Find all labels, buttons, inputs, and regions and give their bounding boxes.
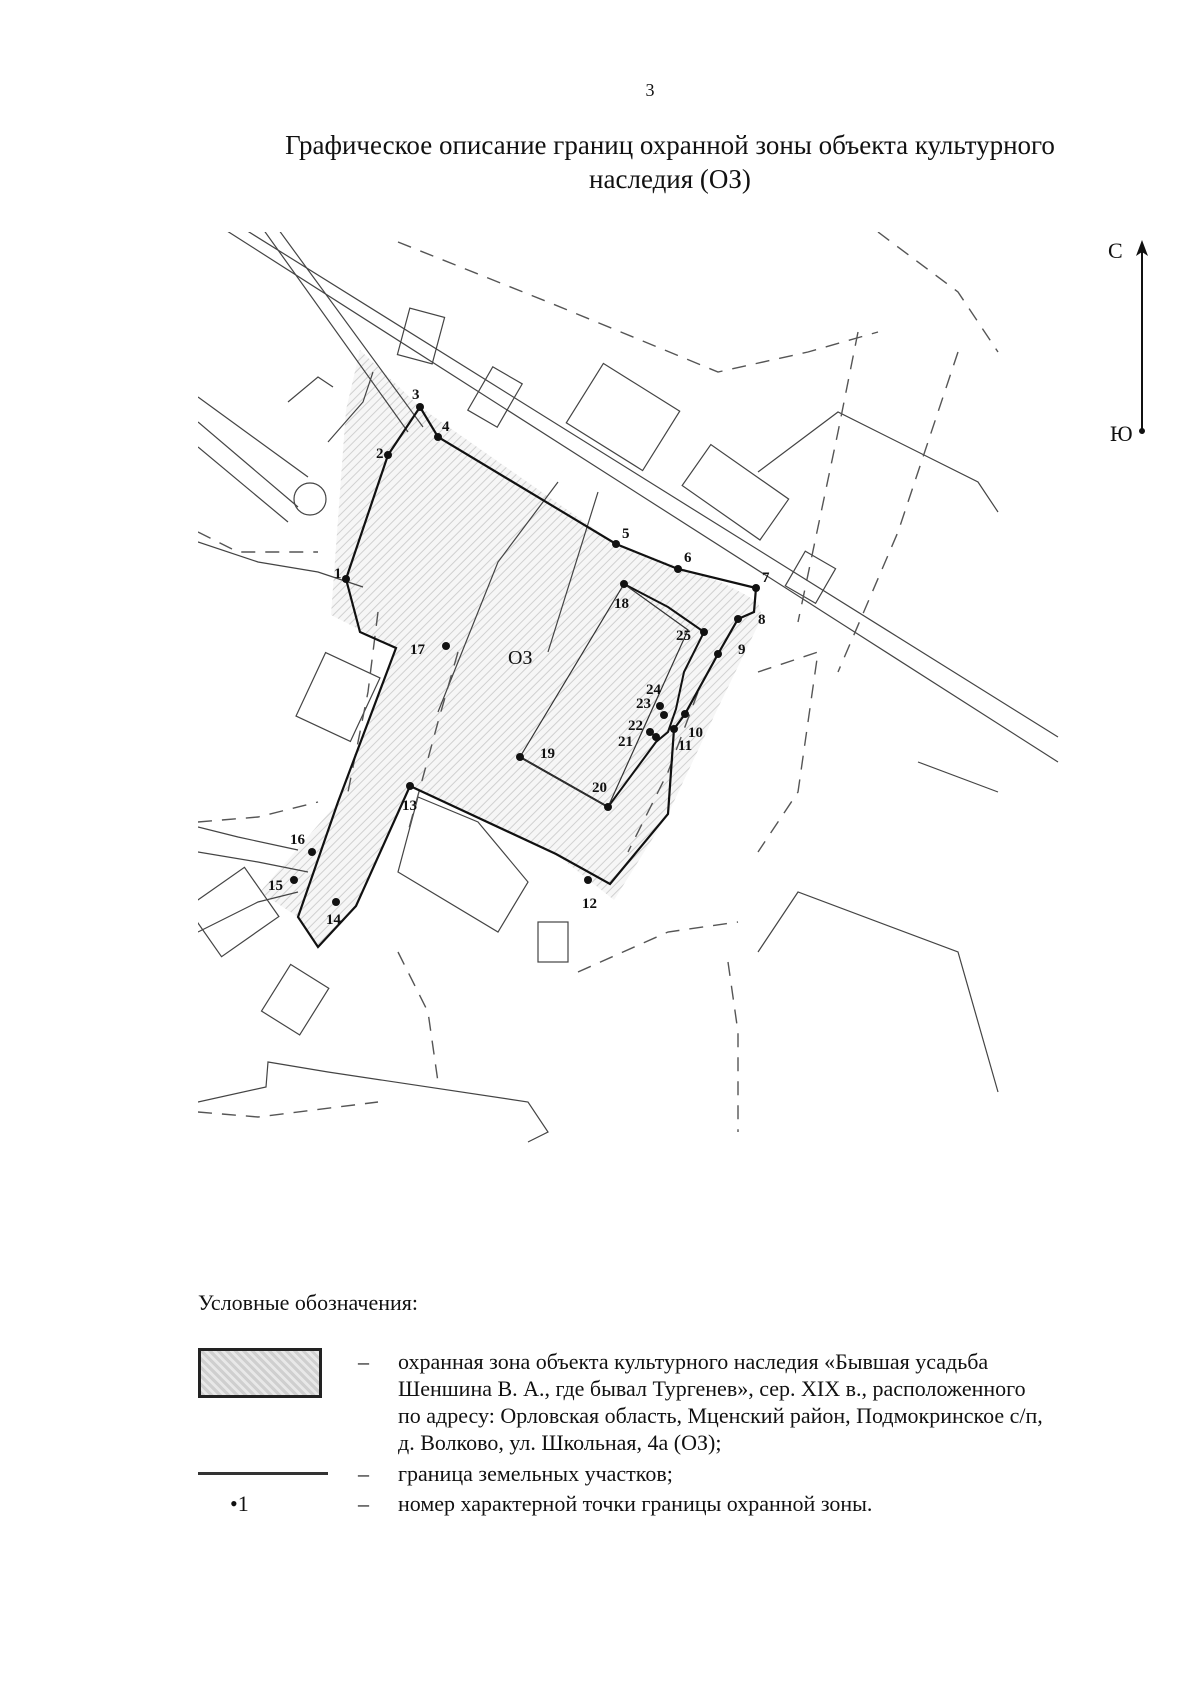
point-10-marker: [681, 710, 689, 718]
north-arrow-icon: [1136, 240, 1148, 434]
point-3-label: 3: [412, 387, 420, 403]
point-23-label: 23: [636, 696, 651, 712]
zone-label: ОЗ: [508, 647, 532, 669]
protected-zone-area: [260, 350, 762, 947]
point-4-marker: [434, 433, 442, 441]
point-7-marker: [752, 584, 760, 592]
point-2-label: 2: [376, 446, 384, 462]
legend-dash: –: [358, 1349, 369, 1374]
point-20-label: 20: [592, 780, 607, 796]
point-16-marker: [308, 848, 316, 856]
point-13-label: 13: [402, 798, 417, 814]
point-18-marker: [620, 580, 628, 588]
object-boundary: [519, 583, 706, 809]
point-17-marker: [442, 642, 450, 650]
point-5-marker: [612, 540, 620, 548]
north-label: С: [1108, 238, 1123, 263]
zone-text-line-4: д. Волково, ул. Школьная, 4а (ОЗ);: [398, 1430, 722, 1455]
point-25-label: 25: [676, 628, 691, 644]
dashed-boundaries: [198, 232, 999, 1132]
line-description: граница земельных участков;: [398, 1461, 673, 1486]
point-3-marker: [416, 403, 424, 411]
point-7-label: 7: [762, 570, 770, 586]
cadastral-lines: [198, 232, 1059, 1143]
point-19-label: 19: [540, 746, 555, 762]
legend-dash: –: [358, 1461, 369, 1486]
zone-text-line-3: по адресу: Орловская область, Мценский р…: [398, 1403, 1043, 1428]
point-6-marker: [674, 565, 682, 573]
title-line-2: наследия (ОЗ): [589, 164, 751, 194]
point-1-marker: [342, 575, 350, 583]
zone-text-line-1: охранная зона объекта культурного наслед…: [398, 1349, 989, 1374]
legend-dash: –: [358, 1491, 369, 1516]
page-title: Графическое описание границ охранной зон…: [160, 128, 1180, 196]
map-canvas: ОЗ 1 2 3 4 5 6 7 8 9 10 11 12: [198, 232, 1059, 1143]
point-24-label: 24: [646, 682, 662, 698]
title-line-1: Графическое описание границ охранной зон…: [285, 130, 1055, 160]
point-15-label: 15: [268, 878, 283, 894]
point-12-label: 12: [582, 896, 597, 912]
point-22-marker: [652, 733, 660, 741]
point-25-marker: [700, 628, 708, 636]
point-19-marker: [516, 753, 524, 761]
line-swatch: [198, 1472, 328, 1475]
point-11-label: 11: [678, 738, 692, 754]
point-2-marker: [384, 451, 392, 459]
point-5-label: 5: [622, 526, 630, 542]
point-13-marker: [406, 782, 414, 790]
legend-row-point: •1 – номер характерной точки границы охр…: [198, 1490, 1158, 1518]
legend-row-line: – граница земельных участков;: [198, 1460, 1158, 1488]
point-symbol: •1: [230, 1491, 249, 1516]
point-14-marker: [332, 898, 340, 906]
point-15-marker: [290, 876, 298, 884]
point-23-marker: [660, 711, 668, 719]
north-arrow: С Ю: [1098, 238, 1158, 446]
point-11-marker: [670, 725, 678, 733]
characteristic-points: 1 2 3 4 5 6 7 8 9 10 11 12 13 1: [268, 387, 770, 928]
point-description: номер характерной точки границы охранной…: [398, 1491, 873, 1516]
point-20-marker: [604, 803, 612, 811]
point-18-label: 18: [614, 596, 629, 612]
point-1-label: 1: [334, 566, 342, 582]
legend-row-zone: – охранная зона объекта культурного насл…: [198, 1348, 1158, 1460]
south-label: Ю: [1110, 421, 1133, 446]
point-14-label: 14: [326, 912, 342, 928]
point-10-label: 10: [688, 725, 703, 741]
point-17-label: 17: [410, 642, 426, 658]
zone-text-line-2: Шеншина В. А., где бывал Тургенев», сер.…: [398, 1376, 1026, 1401]
point-9-marker: [714, 650, 722, 658]
point-21-label: 21: [618, 734, 633, 750]
point-21-marker: [646, 728, 654, 736]
point-16-label: 16: [290, 832, 306, 848]
boundary-map: ОЗ 1 2 3 4 5 6 7 8 9 10 11 12: [198, 232, 1078, 1242]
point-8-marker: [734, 615, 742, 623]
point-8-label: 8: [758, 612, 766, 628]
point-24-marker: [656, 702, 664, 710]
legend-title: Условные обозначения:: [198, 1290, 419, 1315]
page-number: 3: [645, 80, 655, 100]
point-22-label: 22: [628, 718, 643, 734]
point-9-label: 9: [738, 642, 746, 658]
zone-swatch: [198, 1348, 322, 1398]
point-4-label: 4: [442, 419, 450, 435]
zone-description: охранная зона объекта культурного наслед…: [398, 1348, 1158, 1456]
point-12-marker: [584, 876, 592, 884]
point-6-label: 6: [684, 550, 692, 566]
